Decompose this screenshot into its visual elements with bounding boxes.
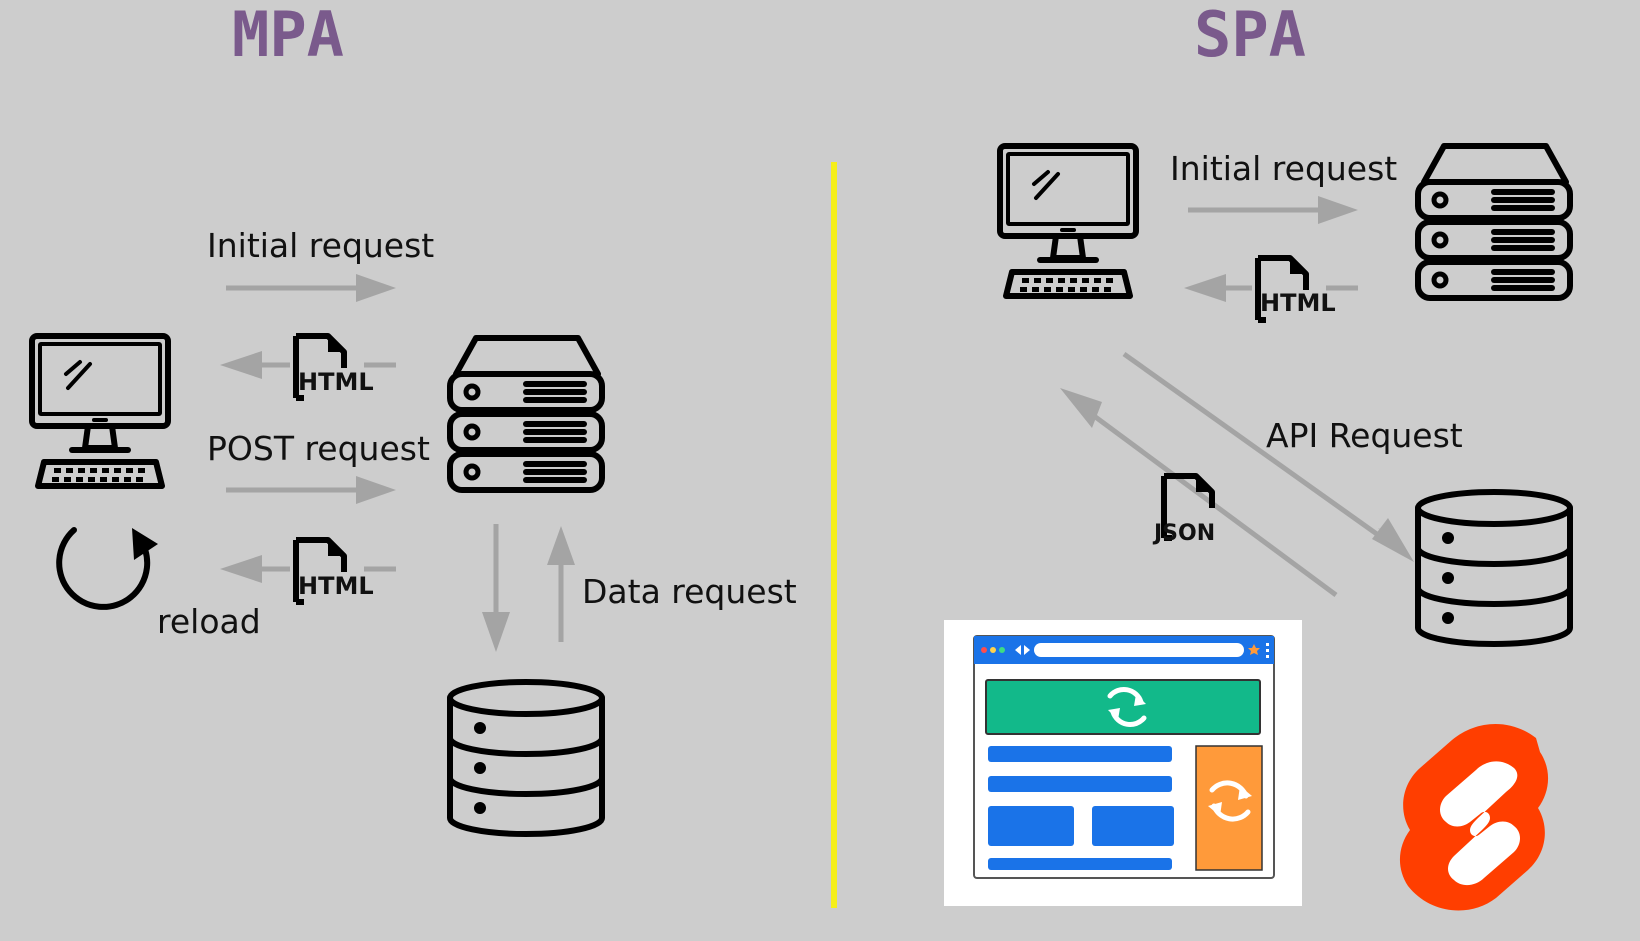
mpa-post-request-label: POST request: [207, 429, 430, 468]
spa-initial-request-label: Initial request: [1170, 149, 1397, 188]
mpa-client-computer-icon: [32, 336, 168, 486]
spa-title: SPA: [1194, 0, 1306, 71]
reload-label: reload: [157, 602, 261, 641]
mpa-post-request-arrow: [226, 476, 396, 504]
spa-initial-request-arrow: [1188, 196, 1358, 224]
svg-text:HTML: HTML: [298, 572, 374, 600]
svg-text:JSON: JSON: [1152, 521, 1215, 546]
spa-server-icon: [1418, 146, 1570, 298]
mpa-html-document-icon-1: HTML: [290, 330, 374, 400]
spa-client-computer-icon: [1000, 146, 1136, 296]
svg-text:HTML: HTML: [1260, 289, 1336, 317]
svg-text:HTML: HTML: [298, 368, 374, 396]
mpa-data-request-label: Data request: [582, 572, 797, 611]
svelte-logo: [1399, 723, 1549, 911]
spa-database-icon: [1418, 492, 1570, 644]
spa-api-request-arrow: [1122, 351, 1414, 562]
mpa-database-icon: [450, 682, 602, 834]
mpa-initial-request-label: Initial request: [207, 226, 434, 265]
mpa-title: MPA: [232, 0, 344, 71]
browser-refresh-illustration: [944, 620, 1302, 906]
mpa-data-up-arrow: [547, 526, 575, 642]
mpa-html-document-icon-2: HTML: [290, 534, 374, 604]
spa-html-document-icon: HTML: [1252, 252, 1336, 322]
spa-api-request-label: API Request: [1266, 416, 1463, 455]
mpa-server-icon: [450, 338, 602, 490]
spa-json-document-icon: JSON: [1152, 476, 1215, 546]
reload-icon: [56, 527, 158, 610]
mpa-initial-request-arrow: [226, 274, 396, 302]
mpa-data-down-arrow: [482, 524, 510, 652]
